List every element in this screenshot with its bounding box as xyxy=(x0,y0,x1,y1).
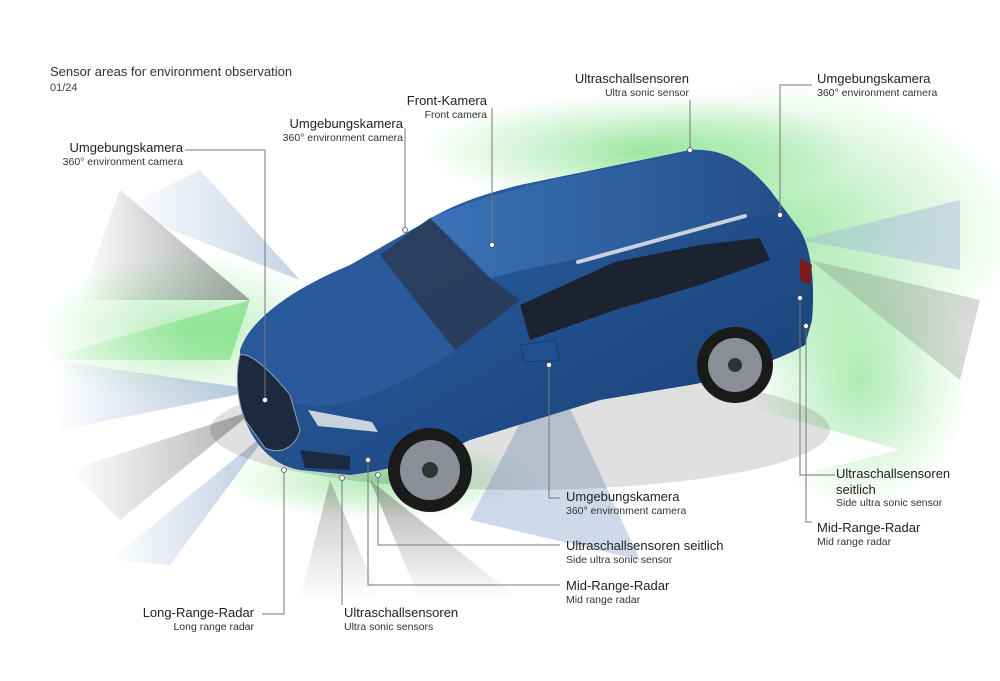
sensor-dot-lrr xyxy=(281,467,287,473)
rear-wheel xyxy=(697,327,773,403)
label-mrr-front-de: Mid-Range-Radar xyxy=(566,578,670,593)
front-wheel xyxy=(388,428,472,512)
label-lrr: Long-Range-Radar Long range radar xyxy=(143,605,254,633)
label-us-roof-de: Ultraschallsensoren xyxy=(574,71,689,86)
sensor-dot-front-cam xyxy=(489,242,495,248)
label-cam-mirror-top: Umgebungskamera 360° environment camera xyxy=(283,116,403,144)
front-grille xyxy=(236,354,301,452)
label-cam-left: Umgebungskamera 360° environment camera xyxy=(63,140,183,168)
windshield xyxy=(380,218,520,350)
leader-us-side-rear xyxy=(799,298,835,476)
label-cam-rear-de: Umgebungskamera xyxy=(817,71,931,86)
label-us-front-en: Ultra sonic sensors xyxy=(344,620,434,633)
label-mrr-rear-de: Mid-Range-Radar xyxy=(817,520,921,535)
roof-rail xyxy=(576,214,747,264)
front-gray-zone xyxy=(70,410,255,520)
sensor-dot-us-side-front xyxy=(375,472,381,478)
sensor-dot-mrr-rear xyxy=(803,323,809,329)
label-lrr-en: Long range radar xyxy=(173,620,254,633)
sensor-dot-us-front xyxy=(339,475,345,481)
sensor-dot-us-side-rear xyxy=(797,295,803,301)
label-mrr-front-en: Mid range radar xyxy=(566,593,641,606)
label-cam-side-en: 360° environment camera xyxy=(566,504,687,517)
label-us-side-rear-de: Ultraschallsensoren seitlich xyxy=(836,466,951,497)
label-cam-mirror-top-en: 360° environment camera xyxy=(282,131,403,144)
leader-cam-left xyxy=(185,149,266,400)
sensor-dot-mrr-front xyxy=(365,457,371,463)
label-us-front-de: Ultraschallsensoren xyxy=(344,605,459,620)
label-cam-side: Umgebungskamera 360° environment camera xyxy=(566,489,686,517)
leader-cam-rear xyxy=(779,84,812,215)
diagram-header: Sensor areas for environment observation… xyxy=(50,64,292,94)
leader-cam-side xyxy=(548,365,560,499)
label-us-side-front: Ultraschallsensoren seitlich Side ultra … xyxy=(566,538,724,566)
front-blue-lower-zone xyxy=(110,430,270,565)
sensor-dot-us-roof xyxy=(687,147,693,153)
sensor-points xyxy=(262,147,809,481)
sensor-dot-cam-rear xyxy=(777,212,783,218)
front-under-gray-zone xyxy=(300,480,380,600)
label-front-cam-de: Front-Kamera xyxy=(406,93,487,108)
label-cam-mirror-top-de: Umgebungskamera xyxy=(289,116,403,131)
label-front-cam-en: Front camera xyxy=(424,108,487,121)
left-camera-gray-zone xyxy=(80,190,250,300)
taillight xyxy=(800,258,812,285)
sensor-dot-cam-mirror-top xyxy=(402,227,408,233)
headlight xyxy=(308,410,378,432)
label-cam-left-en: 360° environment camera xyxy=(62,155,183,168)
label-us-side-front-de: Ultraschallsensoren seitlich xyxy=(566,538,724,553)
label-us-roof: Ultraschallsensoren Ultra sonic sensor xyxy=(575,71,689,99)
side-mirror xyxy=(519,339,561,363)
label-us-front: Ultraschallsensoren Ultra sonic sensors xyxy=(344,605,458,633)
rear-gray-zone xyxy=(810,260,980,380)
label-cam-rear: Umgebungskamera 360° environment camera xyxy=(817,71,937,99)
hood xyxy=(245,260,455,406)
label-lrr-de: Long-Range-Radar xyxy=(142,605,254,620)
side-windows xyxy=(520,238,770,340)
upper-left-blue-zone xyxy=(120,170,300,280)
label-mrr-rear: Mid-Range-Radar Mid range radar xyxy=(817,520,920,548)
car-roof xyxy=(430,153,780,278)
rear-side-white-zone xyxy=(690,390,900,480)
leader-lrr xyxy=(262,470,285,615)
label-us-side-rear: Ultraschallsensoren seitlich Side ultra … xyxy=(836,466,966,510)
label-us-side-front-en: Side ultra sonic sensor xyxy=(566,553,673,566)
label-mrr-rear-en: Mid range radar xyxy=(817,535,892,548)
side-ultrasonic-gray-zone xyxy=(370,480,520,600)
car-illustration xyxy=(210,149,830,512)
sensor-dot-cam-side xyxy=(546,362,552,368)
leader-mrr-front xyxy=(367,460,560,586)
label-us-roof-en: Ultra sonic sensor xyxy=(604,86,689,99)
front-blue-zone xyxy=(50,360,260,430)
leader-us-side-front xyxy=(377,475,560,546)
label-mrr-front: Mid-Range-Radar Mid range radar xyxy=(566,578,669,606)
leader-lines xyxy=(185,84,835,615)
label-cam-side-de: Umgebungskamera xyxy=(566,489,680,504)
label-front-cam: Front-Kamera Front camera xyxy=(407,93,487,121)
diagram-title: Sensor areas for environment observation xyxy=(50,64,293,79)
mirror-camera-zone xyxy=(470,365,640,560)
page-number: 01/24 xyxy=(50,82,78,94)
lower-intake xyxy=(300,450,350,470)
leader-mrr-rear xyxy=(805,326,812,523)
label-us-side-rear-en: Side ultra sonic sensor xyxy=(836,497,943,510)
sensor-dot-cam-left xyxy=(262,397,268,403)
rear-right-blue-zone xyxy=(800,200,960,270)
label-cam-left-de: Umgebungskamera xyxy=(69,140,183,155)
label-cam-rear-en: 360° environment camera xyxy=(817,86,938,99)
